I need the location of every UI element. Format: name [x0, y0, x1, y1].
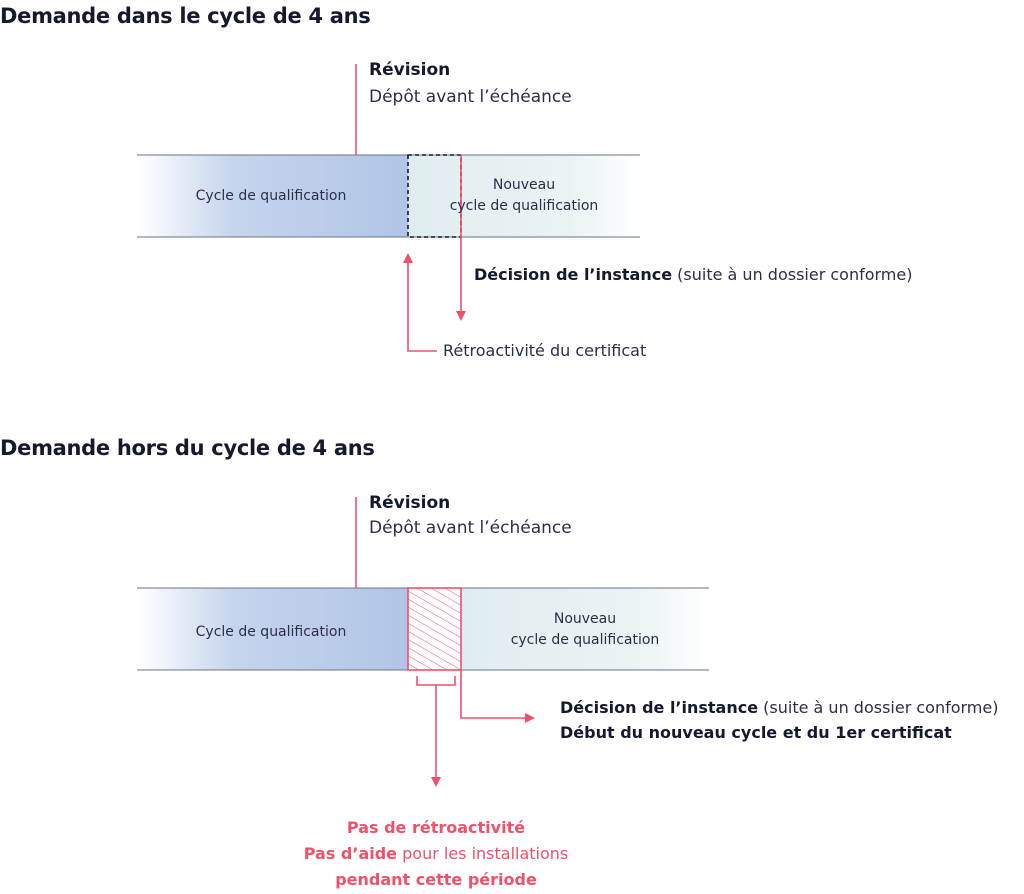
cycle-label: Cycle de qualification: [195, 624, 347, 640]
revision-title: Révision: [369, 493, 451, 513]
section1-timeline: [137, 64, 640, 352]
new-cycle-label-line2: cycle de qualification: [510, 632, 660, 648]
period-text: pendant cette période: [335, 870, 537, 889]
new-cycle-block: [408, 155, 640, 237]
section1-title: Demande dans le cycle de 4 ans: [0, 4, 371, 28]
decision-bold: Décision de l’instance: [474, 265, 673, 284]
no-retro-text: Pas de rétroactivité: [346, 818, 526, 837]
new-cycle-label-line1: Nouveau: [553, 611, 617, 627]
decision-bold: Décision de l’instance: [560, 698, 759, 717]
no-aid-rest: pour les installations: [397, 844, 569, 863]
decision-text: Décision de l’instance (suite à un dossi…: [474, 265, 912, 284]
no-aid-bold: Pas d’aide: [303, 844, 398, 863]
cycle-block: [137, 155, 408, 237]
no-retro-block: Pas de rétroactivité Pas d’aide pour les…: [286, 815, 586, 893]
new-cycle-label-line2: cycle de qualification: [449, 198, 599, 214]
revision-title: Révision: [369, 60, 451, 80]
decision-rest: (suite à un dossier conforme): [672, 265, 913, 284]
section2-title: Demande hors du cycle de 4 ans: [0, 436, 375, 460]
section2-timeline: [137, 497, 709, 787]
gap-bracket: [416, 676, 456, 686]
new-cycle-label: Nouveau cycle de qualification: [419, 175, 629, 217]
start-cycle-text: Début du nouveau cycle et du 1er certifi…: [560, 723, 952, 742]
no-aid-text: Pas d’aide pour les installations: [286, 841, 586, 867]
decision-rest: (suite à un dossier conforme): [758, 698, 999, 717]
retro-arrow: [403, 253, 437, 352]
gap-hatched-box: [407, 587, 462, 671]
retro-text: Rétroactivité du certificat: [443, 341, 647, 360]
revision-subtitle: Dépôt avant l’échéance: [369, 518, 572, 538]
decision-arrow: [460, 670, 535, 723]
new-cycle-label: Nouveau cycle de qualification: [475, 609, 695, 651]
new-cycle-label-line1: Nouveau: [492, 177, 556, 193]
decision-text: Décision de l’instance (suite à un dossi…: [560, 698, 998, 717]
start-cycle-bold: Début du nouveau cycle et du 1er certifi…: [560, 723, 952, 742]
cycle-block: [137, 588, 408, 670]
revision-subtitle: Dépôt avant l’échéance: [369, 87, 572, 107]
cycle-label: Cycle de qualification: [195, 188, 347, 204]
new-cycle-block: [461, 588, 709, 670]
